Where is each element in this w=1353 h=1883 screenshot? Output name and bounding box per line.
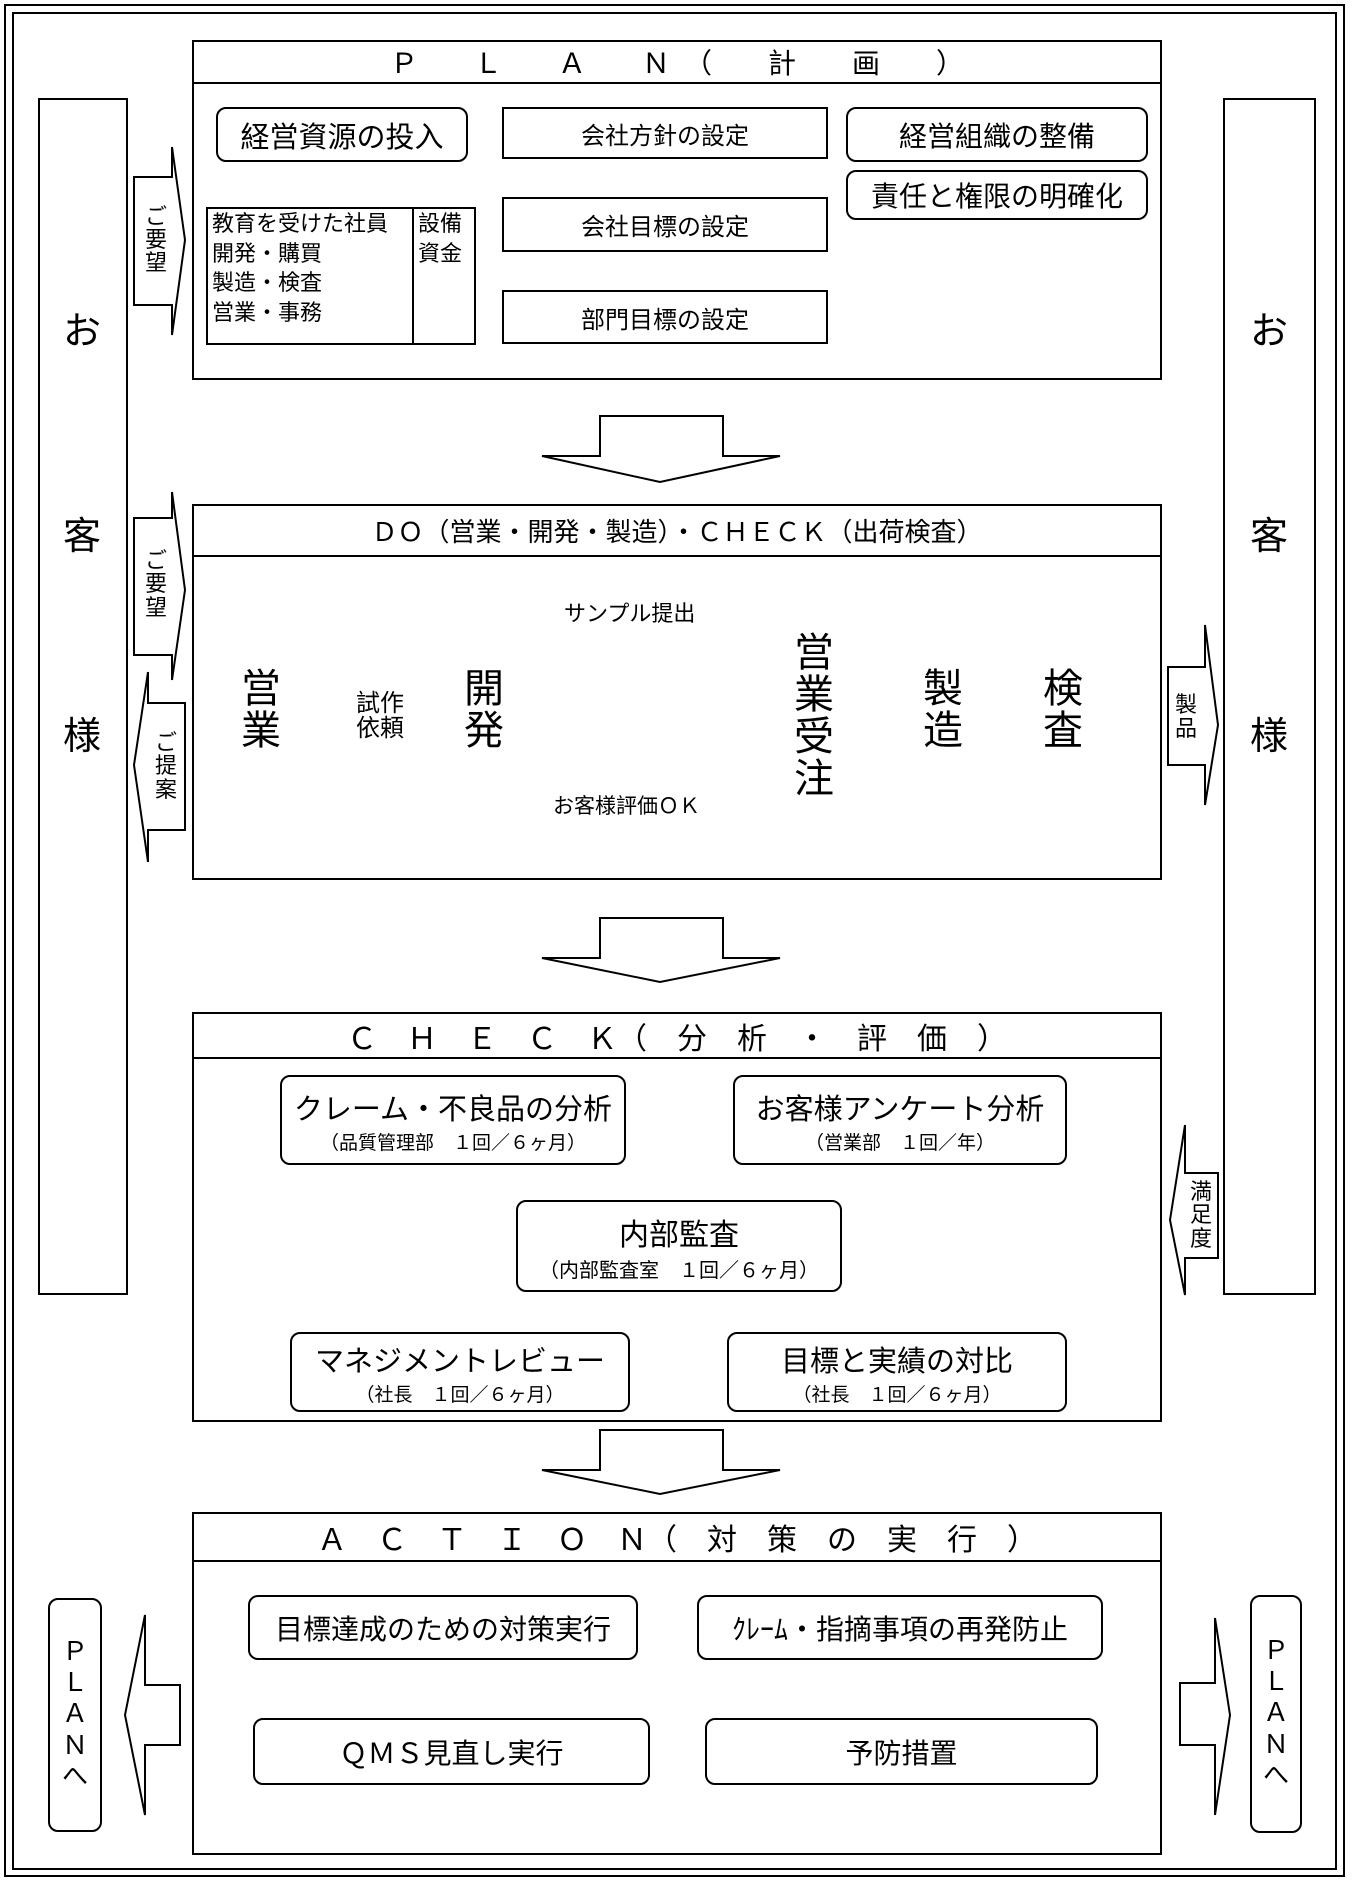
request-label-2: ご要望 [144,549,167,621]
satisfaction-label: 満足度 [1189,1180,1212,1252]
proposal-arrow [132,671,186,863]
internal-audit-box: 内部監査 （内部監査室 １回／６ヶ月） [516,1200,842,1292]
claim-analysis-box: クレーム・不良品の分析 （品質管理部 １回／６ヶ月） [280,1075,626,1165]
plan-right-arrow [1179,1617,1232,1816]
do-header: ＤＯ（営業・開発・製造）・ＣＨＥＣＫ（出荷検査） [192,504,1162,557]
customer-right-char-3: 様 [1250,714,1289,758]
customer-right-char-2: 客 [1250,514,1289,558]
preventive-action-box: 予防措置 [705,1718,1098,1785]
request-arrow-2 [133,491,187,681]
goal-action-box: 目標達成のための対策実行 [248,1595,638,1660]
order-label: 営業受注 [794,630,834,802]
sample-label: サンプル提出 [564,602,696,627]
customer-left-char-3: 様 [63,714,102,758]
sales-label: 営業 [241,666,281,754]
customer-right-char-1: お [1250,309,1289,353]
staff-list: 教育を受けた社員開発・購買製造・検査営業・事務 [212,212,389,327]
product-arrow [1167,624,1220,806]
survey-analysis-box: お客様アンケート分析 （営業部 １回／年） [733,1075,1067,1165]
company-goal-box: 会社目標の設定 [502,197,828,252]
action-section [192,1512,1162,1855]
check-header: Ｃ Ｈ Ｅ Ｃ Ｋ（ 分 析 ・ 評 価 ） [192,1012,1162,1059]
dev-label: 開発 [464,666,504,754]
request-label-1: ご要望 [144,204,167,277]
down-arrow-do-check [541,917,781,984]
product-label: 製品 [1174,693,1197,742]
outer-frame [4,4,1345,1877]
authority-box: 責任と権限の明確化 [846,170,1148,220]
trial-label: 試作依頼 [356,688,404,742]
management-review-box: マネジメントレビュー （社長 １回／６ヶ月） [290,1332,630,1412]
org-box: 経営組織の整備 [846,107,1148,162]
customer-right-panel [1223,98,1316,1295]
satisfaction-arrow [1168,1124,1219,1296]
down-arrow-check-action [541,1429,781,1496]
proposal-label: ご提案 [154,731,177,803]
qms-review-box: ＱＭＳ見直し実行 [253,1718,650,1785]
mfg-label: 製造 [923,666,963,754]
equipment-box [412,207,476,345]
recurrence-prevention-box: ｸﾚｰﾑ・指摘事項の再発防止 [697,1595,1103,1660]
down-arrow-plan-do [541,415,781,484]
eval-ok-label: お客様評価ＯＫ [553,794,700,818]
equipment-list: 設備資金 [418,212,463,267]
plan-header: Ｐ Ｌ Ａ Ｎ （ 計 画 ） [192,40,1162,84]
plan-left-arrow [123,1614,181,1816]
insp-label: 検査 [1043,666,1083,754]
inner-frame [12,12,1337,1870]
do-section [192,504,1162,880]
request-arrow-1 [133,146,187,336]
policy-box: 会社方針の設定 [502,107,828,159]
goal-compare-box: 目標と実績の対比 （社長 １回／６ヶ月） [727,1332,1067,1412]
customer-left-char-2: 客 [63,514,102,558]
customer-left-panel [38,98,128,1295]
resource-input-box: 経営資源の投入 [216,107,468,162]
action-header: Ａ Ｃ Ｔ Ｉ Ｏ Ｎ（ 対 策 の 実 行 ） [192,1512,1162,1562]
customer-left-char-1: お [63,309,102,353]
dept-goal-box: 部門目標の設定 [502,290,828,344]
